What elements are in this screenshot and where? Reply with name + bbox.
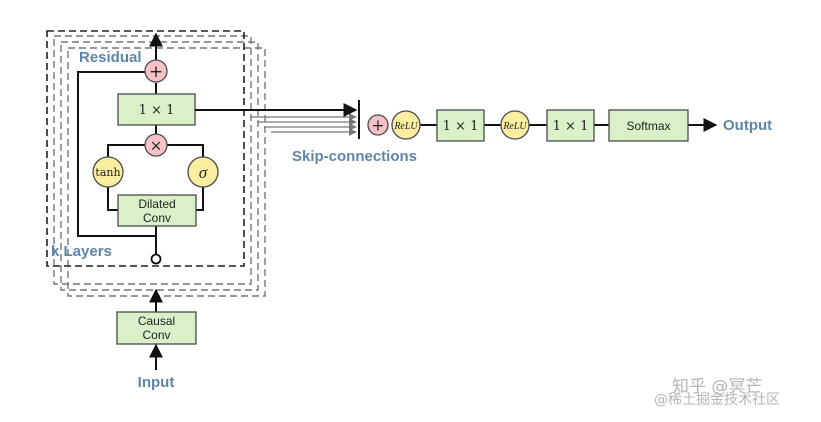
causal-conv-label-line1: Causal — [138, 314, 175, 328]
residual-add-symbol: + — [149, 62, 163, 82]
layer-input-node — [150, 253, 162, 265]
layer-frame-2 — [53, 35, 252, 285]
layer-frame-1 — [46, 30, 245, 267]
tanh-to-mult-line — [107, 144, 145, 158]
post-conv-1-label: 1 × 1 — [443, 119, 479, 134]
causal-conv-label-line2: Conv — [142, 328, 170, 342]
sigma-to-mult-line — [167, 144, 204, 158]
sigma-label: σ — [199, 163, 208, 182]
output-pipeline: + ReLU 1 × 1 ReLU 1 × 1 Softmax — [367, 109, 718, 142]
dilated-to-tanh-line — [107, 186, 118, 211]
layer-frame-4 — [67, 47, 266, 297]
skip-add-op — [367, 114, 389, 136]
tanh-gate — [92, 156, 124, 188]
relu-2 — [500, 110, 530, 140]
softmax-block — [608, 109, 689, 142]
causal-conv-block — [116, 311, 197, 345]
residual-label: Residual — [79, 49, 142, 66]
conv-1x1-layer-label: 1 × 1 — [139, 103, 175, 118]
dilated-conv-label-line1: Dilated — [138, 197, 175, 211]
skip-connections-label: Skip-connections — [292, 148, 417, 165]
relu-2-label: ReLU — [502, 121, 527, 132]
input-path: Causal Conv — [116, 288, 197, 370]
watermark-line1: 知乎 @冥芒 — [672, 377, 762, 397]
k-layers-label: k Layers — [51, 243, 112, 260]
post-conv-2-block — [546, 109, 595, 142]
residual-add-op — [144, 59, 168, 83]
conv-1x1-layer-block — [117, 93, 196, 126]
watermark-line2: @稀土掘金技术社区 — [654, 392, 780, 408]
softmax-label: Softmax — [626, 119, 670, 133]
output-label: Output — [723, 117, 772, 134]
residual-block: + 1 × 1 × tanh σ Dilated Conv — [77, 32, 219, 265]
skip-connections — [195, 100, 360, 139]
gate-multiply-symbol: × — [150, 137, 163, 155]
relu-1-label: ReLU — [393, 121, 418, 132]
skip-add-symbol: + — [371, 116, 384, 135]
post-conv-1-block — [436, 109, 485, 142]
gate-multiply-op — [144, 133, 168, 157]
relu-1 — [391, 110, 421, 140]
sigma-gate — [187, 156, 219, 188]
dilated-to-sigma-line — [196, 186, 204, 211]
post-conv-2-label: 1 × 1 — [553, 119, 589, 134]
dilated-conv-block — [117, 194, 197, 227]
dilated-conv-label-line2: Conv — [143, 211, 171, 225]
tanh-label: tanh — [95, 166, 120, 179]
input-label: Input — [138, 374, 175, 391]
